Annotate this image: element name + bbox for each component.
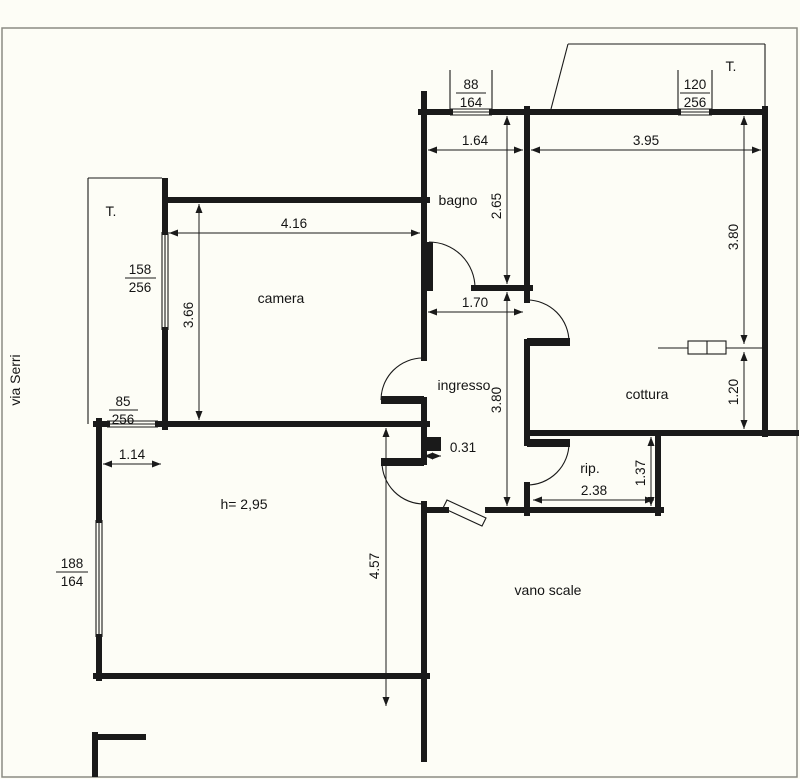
dimension-lines [103,116,761,706]
labels: camera bagno ingresso cottura rip. vano … [7,58,741,598]
terrace-top-edge [550,43,569,110]
dim-cottura-depth: 1.20 [726,379,741,405]
window-symbols [95,108,712,637]
leader-lines [56,70,713,573]
door-arc-camera [380,357,424,401]
door-arc-living [381,461,425,505]
terrace-door-size-w: 85 [115,394,130,409]
image-border [1,27,798,778]
dim-hall-width: 1.70 [462,295,488,310]
room-label-camera: camera [258,290,305,306]
terrace-label-left: T. [106,203,117,219]
entrance-door-symbol [442,499,487,527]
door-leaf-kitchen [527,338,570,346]
dim-bagno-width: 1.64 [462,133,489,148]
door-leaf-bagno [425,242,433,288]
door-arc-bagno [428,241,476,289]
street-label: via Serri [7,354,23,405]
dim-rip-width: 2.38 [581,483,607,498]
wall-stub [424,437,441,451]
window-size-living-h: 164 [61,574,84,589]
dim-wall-stub: 0.31 [450,440,476,455]
dim-living-depth: 4.57 [367,553,382,579]
dim-bagno-depth: 2.65 [489,193,504,219]
window-size-camera-h: 256 [129,280,152,295]
room-label-rip: rip. [580,460,599,476]
door-leaf-living [381,458,424,466]
terrace-door-size-h: 256 [112,412,135,427]
dim-hall-depth: 3.80 [489,387,504,413]
room-label-ingresso: ingresso [438,377,491,393]
door-leaf-rip [527,439,570,447]
window-size-bagno-h: 164 [460,95,483,110]
dim-kitchen-width: 3.95 [633,133,659,148]
dim-camera-width: 4.16 [281,216,307,231]
window-size-kitchen-w: 120 [684,77,707,92]
room-label-cottura: cottura [626,386,669,402]
kitchen-counter [658,340,764,355]
terrace-label-top: T. [726,58,737,74]
walls [92,91,799,777]
door-arc-rip [526,442,570,486]
doors [380,241,570,527]
window-size-living-w: 188 [61,556,84,571]
room-label-bagno: bagno [439,192,478,208]
window-size-kitchen-h: 256 [684,95,707,110]
dim-camera-depth: 3.66 [181,302,196,328]
window-size-bagno-w: 88 [463,77,478,92]
ceiling-height-note: h= 2,95 [220,496,267,512]
door-leaf-camera [381,396,424,404]
dim-living-offset: 1.14 [119,447,146,462]
stairwell-label: vano scale [515,582,582,598]
terrace-outlines [87,43,766,424]
window-size-camera-w: 158 [129,262,152,277]
dim-rip-depth: 1.37 [633,460,648,486]
door-arc-kitchen [526,299,570,343]
dim-kitchen-depth: 3.80 [726,224,741,250]
